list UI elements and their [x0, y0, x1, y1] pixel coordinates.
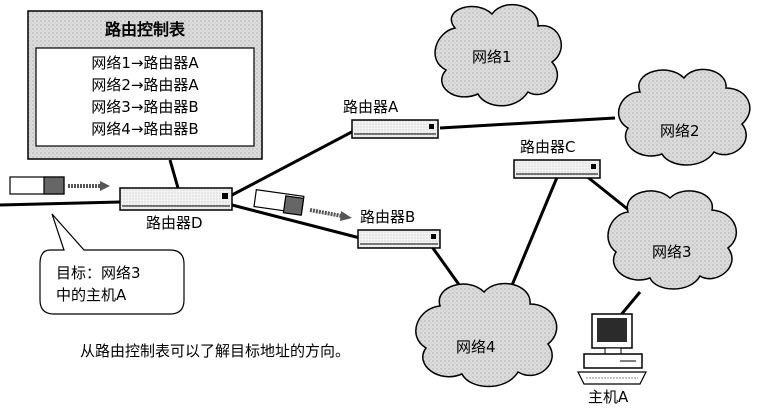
caption: 从路由控制表可以了解目标地址的方向。 [80, 342, 351, 360]
network3-label: 网络3 [652, 243, 692, 261]
packet-icon-left [9, 176, 65, 195]
router-a-icon [351, 119, 439, 139]
link-table-to-d [168, 159, 180, 189]
packet-arrow-right [309, 208, 352, 221]
network4-label: 网络4 [456, 338, 496, 356]
packet-icon-right [253, 189, 305, 216]
cloud-network2 [617, 68, 751, 166]
router-b-label: 路由器B [360, 208, 416, 226]
cloud-network4 [415, 282, 558, 388]
link-c-to-network4 [503, 174, 560, 303]
host-a-computer-icon [577, 313, 647, 385]
routing-table-rows: 网络1→路由器A 网络2→路由器A 网络3→路由器B 网络4→路由器B [36, 52, 254, 140]
router-b-icon [357, 229, 441, 249]
routing-table-row: 网络3→路由器B [91, 98, 199, 116]
link-a-to-network2 [439, 116, 616, 130]
link-d-to-b [231, 203, 361, 240]
router-d-icon [119, 187, 233, 211]
callout-line: 中的主机A [56, 286, 127, 304]
packet-arrow-left [68, 181, 110, 191]
link-trunk-left [0, 200, 121, 207]
router-c-icon [513, 159, 601, 179]
host-a-label: 主机A [588, 388, 629, 406]
routing-table-row: 网络2→路由器A [91, 76, 199, 94]
link-d-to-a [231, 123, 366, 197]
routing-table-box [27, 10, 263, 160]
routing-table-row: 网络4→路由器B [91, 120, 199, 138]
cloud-network1 [434, 3, 563, 107]
network2-label: 网络2 [660, 122, 700, 140]
router-d-label: 路由器D [146, 214, 203, 232]
network1-label: 网络1 [472, 48, 512, 66]
routing-table-row: 网络1→路由器A [91, 54, 199, 72]
callout-bubble [39, 213, 185, 315]
router-c-label: 路由器C [520, 138, 576, 156]
cloud-network3 [607, 190, 738, 290]
routing-table-title: 路由控制表 [104, 20, 185, 39]
callout-line: 目标：网络3 [56, 264, 141, 282]
callout-text: 目标：网络3 中的主机A [56, 262, 141, 306]
router-a-label: 路由器A [343, 98, 399, 116]
network-links [0, 116, 642, 323]
